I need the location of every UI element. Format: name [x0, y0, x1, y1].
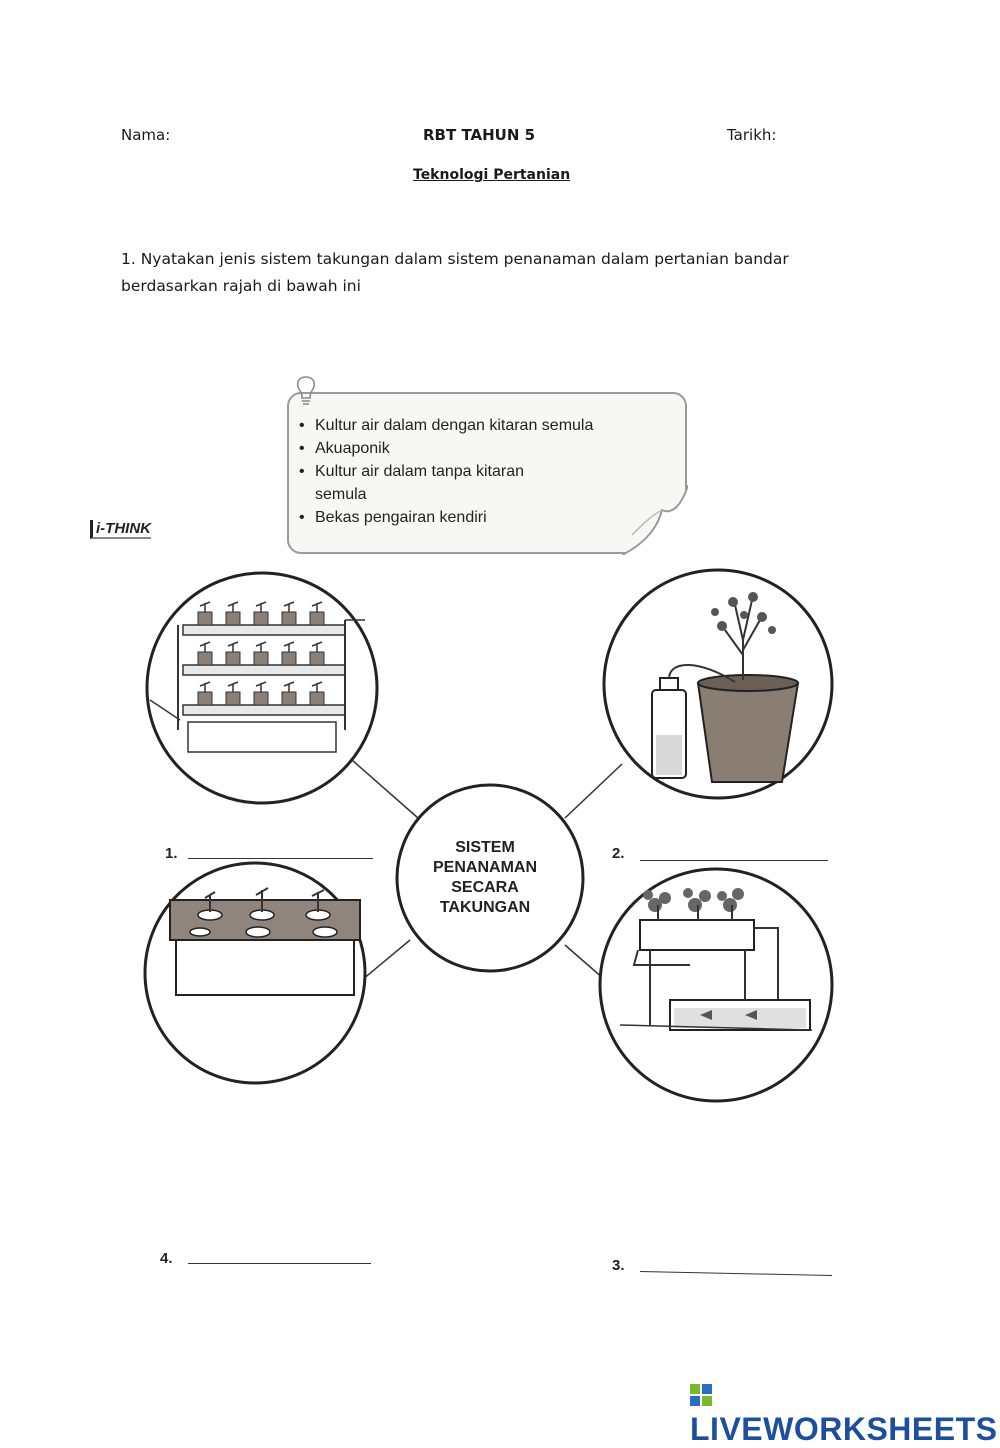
liveworksheets-logo: LIVEWORKSHEETS: [690, 1374, 1000, 1448]
self-watering-pot-illustration: [602, 568, 834, 800]
hint-item-continued: semula: [315, 486, 367, 503]
deep-water-culture-illustration: [143, 861, 367, 1085]
center-label: SISTEM PENANAMAN SECARA TAKUNGAN: [433, 839, 537, 916]
hint-item: Akuaponik: [299, 437, 593, 460]
center-circle: [395, 783, 585, 973]
answer-line-4[interactable]: [188, 1263, 371, 1264]
answer-line-1[interactable]: [188, 858, 373, 859]
nama-label: Nama:: [121, 126, 171, 144]
aquaponics-illustration: [598, 867, 834, 1103]
answer-label-4: 4.: [160, 1250, 173, 1267]
page-subtitle: Teknologi Pertanian: [413, 167, 571, 183]
answer-label-2: 2.: [612, 845, 625, 862]
logo-icon: [690, 1383, 712, 1406]
hint-box: Kultur air dalam dengan kitaran semula A…: [287, 376, 688, 555]
question-text: 1. Nyatakan jenis sistem takungan dalam …: [121, 250, 789, 295]
answer-label-3: 3.: [612, 1257, 625, 1274]
hint-item: Bekas pengairan kendiri: [299, 506, 593, 529]
hint-item: Kultur air dalam dengan kitaran semula: [299, 414, 593, 437]
ithink-bubble-diagram: [143, 568, 834, 1103]
hint-list: Kultur air dalam dengan kitaran semula A…: [299, 414, 593, 529]
ithink-label: i-THINK: [90, 520, 151, 539]
lightbulb-icon: [296, 376, 316, 405]
answer-label-1: 1.: [165, 845, 178, 862]
page-curl-icon: [622, 485, 688, 555]
answer-line-2[interactable]: [640, 860, 828, 861]
vertical-rack-illustration: [145, 571, 379, 805]
tarikh-label: Tarikh:: [727, 126, 777, 144]
page-title: RBT TAHUN 5: [423, 126, 536, 144]
